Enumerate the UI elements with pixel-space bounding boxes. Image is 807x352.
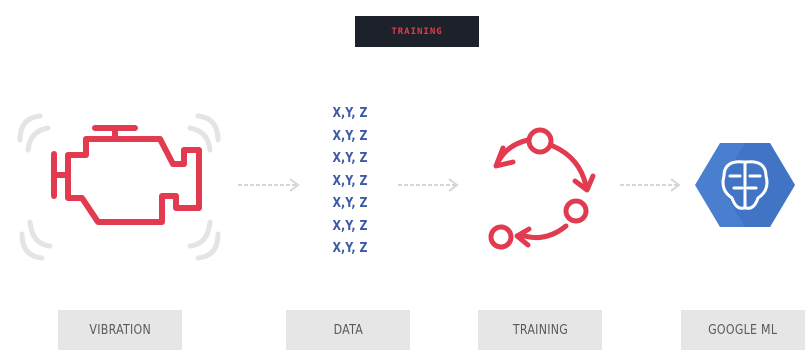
data-row: X,Y, Z	[332, 196, 368, 211]
flow-arrows	[238, 178, 681, 192]
stage-label-text: GOOGLE ML	[708, 322, 778, 338]
stage-label-vibration: VIBRATION	[58, 310, 182, 350]
data-row: X,Y, Z	[332, 241, 368, 256]
data-row: X,Y, Z	[332, 173, 368, 189]
data-list: X,Y, Z X,Y, Z X,Y, Z X,Y, Z X,Y, Z X,Y, …	[318, 103, 382, 261]
engine-icon	[51, 125, 202, 225]
stage-label-google-ml: GOOGLE ML	[681, 310, 805, 350]
data-row: X,Y, Z	[332, 106, 368, 121]
top-badge-label: TRAINING	[391, 26, 443, 37]
brain-hexagon-icon	[695, 143, 795, 227]
vibration-brackets-icon	[17, 113, 221, 261]
data-row: X,Y, Z	[332, 218, 368, 234]
stage-label-text: VIBRATION	[89, 322, 151, 338]
stage-label-text: DATA	[333, 322, 363, 338]
arrow-data-to-training-icon	[398, 178, 459, 192]
arrow-training-to-ml-icon	[620, 178, 681, 192]
cycle-icon	[488, 127, 596, 250]
top-badge: TRAINING	[355, 16, 479, 47]
arrow-vibration-to-data-icon	[238, 178, 300, 192]
stage-label-training: TRAINING	[478, 310, 602, 350]
stage-label-data: DATA	[286, 310, 410, 350]
data-row: X,Y, Z	[332, 128, 368, 144]
stage-label-text: TRAINING	[512, 322, 568, 338]
data-row: X,Y, Z	[332, 151, 368, 166]
